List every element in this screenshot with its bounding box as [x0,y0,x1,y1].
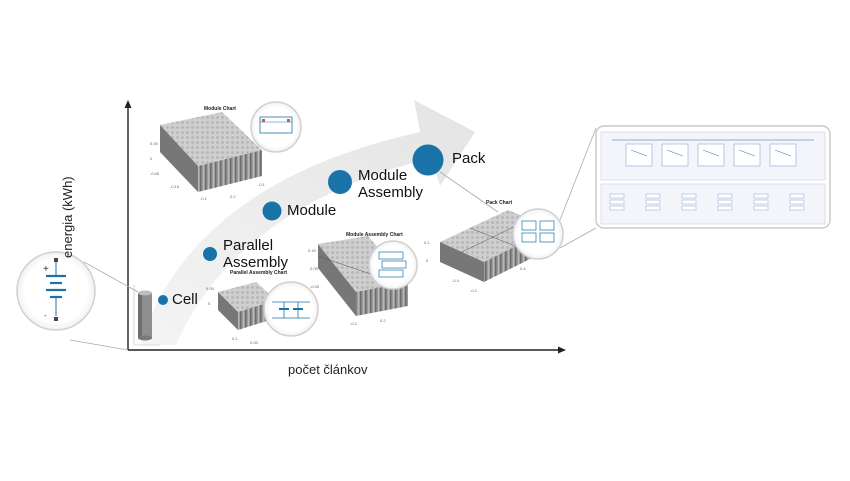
node-pack [412,144,444,176]
svg-text:-0.2: -0.2 [470,288,478,293]
svg-text:0: 0 [150,156,153,161]
svg-text:0.15: 0.15 [308,248,317,253]
svg-text:0: 0 [426,258,429,263]
title-parallel-assembly-chart: Parallel Assembly Chart [230,270,288,276]
module-zoom [250,101,302,153]
pack-bottom-blocks [609,193,805,211]
title-module-chart: Module Chart [204,106,236,112]
cell-cylinder [133,285,160,346]
axes [124,100,566,354]
x-axis-label: počet článkov [288,362,368,377]
connector-lines [69,127,597,351]
node-parallel-assembly [203,247,217,261]
svg-text:-0.05: -0.05 [150,171,160,176]
svg-text:-0.1: -0.1 [258,182,266,187]
y-axis-label: energia (kWh) [60,176,75,258]
svg-text:0.05: 0.05 [150,141,159,146]
stage-label-pack: Pack [452,150,486,167]
svg-text:0.2: 0.2 [380,318,386,323]
pack-zoom [512,208,564,260]
node-module-assembly [328,170,352,194]
stage-label-module-assembly: Module Assembly [358,167,424,201]
svg-text:0: 0 [208,301,211,306]
svg-text:-0.2: -0.2 [350,321,358,326]
svg-text:-0.05: -0.05 [310,284,320,289]
stage-nodes [158,144,444,305]
svg-text:0.2: 0.2 [230,194,236,199]
svg-text:0.05: 0.05 [310,266,319,271]
node-cell [158,295,168,305]
module-assembly-zoom [368,240,418,290]
svg-text:0.4: 0.4 [520,266,526,271]
svg-text:0.1: 0.1 [424,240,430,245]
svg-text:-0.15: -0.15 [170,184,180,189]
node-module [262,201,282,221]
parallel-assembly-zoom [263,281,319,337]
svg-text:-0.4: -0.4 [452,278,460,283]
svg-text:+: + [43,264,49,275]
svg-text:0.05: 0.05 [206,286,215,291]
progress-arrow [140,100,475,345]
stage-label-cell: Cell [172,291,198,308]
title-pack-chart: Pack Chart [486,200,513,206]
svg-text:0.05: 0.05 [250,340,259,345]
svg-text:-: - [44,311,47,320]
stage-label-module: Module [287,202,337,219]
title-module-assembly-chart: Module Assembly Chart [346,232,403,238]
module-chart: 0.05 0 -0.05 -0.15 -0.1 0.2 -0.1 [150,112,266,201]
pack-module-row [625,143,797,167]
cell-schematic-zoom: + - [16,251,96,331]
stage-label-parallel-assembly: Parallel Assembly [223,237,289,271]
svg-text:-0.1: -0.1 [200,196,208,201]
svg-text:0.1: 0.1 [232,336,238,341]
pack-detail-panel [595,125,831,229]
